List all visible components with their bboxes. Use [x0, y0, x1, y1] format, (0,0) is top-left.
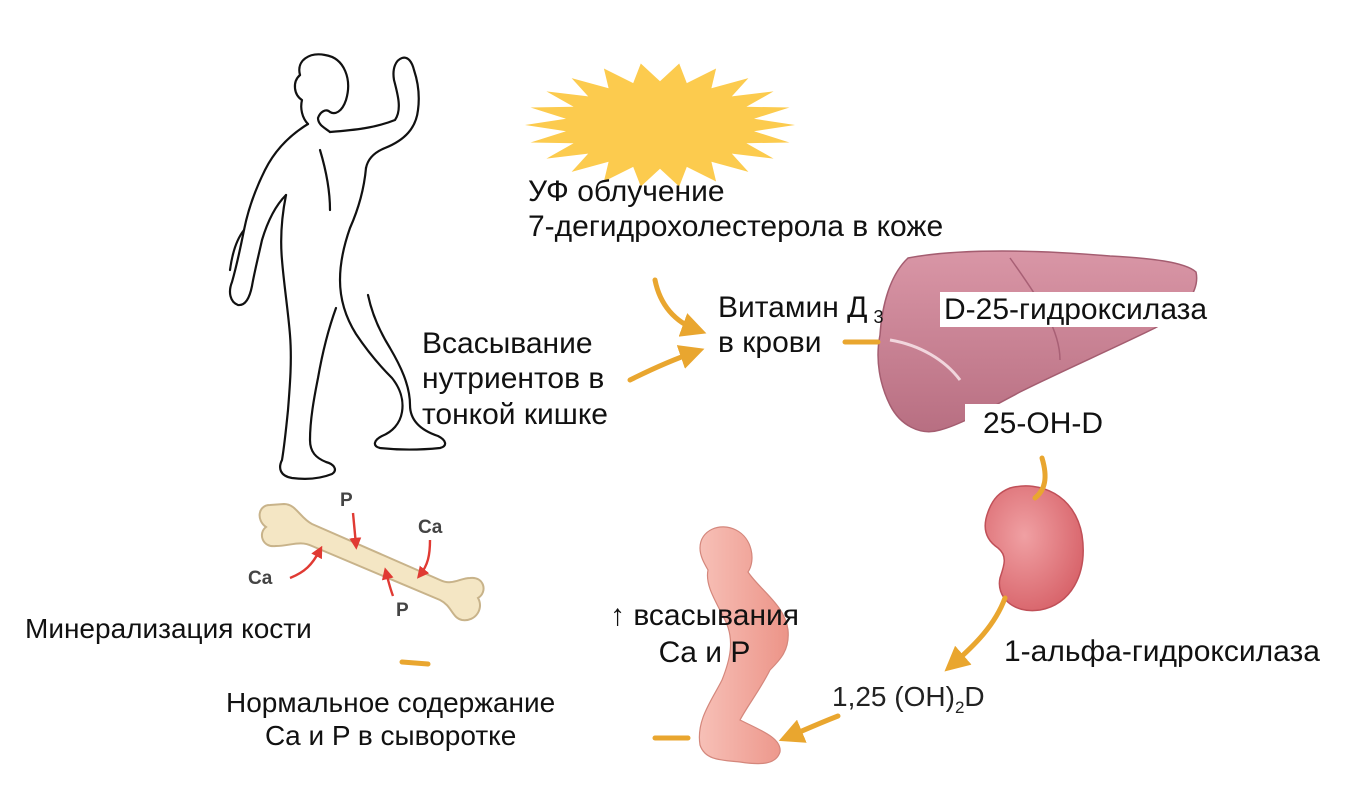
vitamin-d-line2: в крови: [718, 326, 822, 360]
uv-label: УФ облучение 7-дегидрохолестерола в коже: [528, 174, 943, 245]
hydroxylase25-label: D-25-гидроксилаза: [940, 292, 1212, 328]
mineralization-label: Минерализация кости: [25, 613, 312, 644]
calcitriol-label: 1,25 (OH)2D: [832, 680, 985, 717]
bone-label-p-bottom: P: [396, 600, 409, 621]
increase-absorption-label: ↑ всасывания Ca и P: [610, 598, 799, 671]
calcitriol-sub: 2: [954, 698, 965, 717]
bone-label-p-top: P: [340, 490, 353, 511]
human-figure-icon: [228, 53, 447, 480]
calcitriol-pre: 1,25 (OH): [832, 681, 955, 712]
oh25d-label: 25-OH-D: [965, 404, 1122, 444]
bone-label-ca-right: Ca: [418, 517, 443, 538]
bone-label-ca-left: Ca: [248, 568, 273, 589]
absorption-line1: Всасывание: [422, 327, 593, 360]
absorption-line2: нутриентов в: [422, 362, 605, 396]
intestine-icon: [698, 526, 789, 765]
increase-line2: Ca и P: [658, 636, 751, 670]
uv-line2: 7-дегидрохолестерола в коже: [528, 210, 944, 244]
vitamin-d-text: Витамин Д: [718, 291, 868, 324]
absorption-label: Всасывание нутриентов в тонкой кишке: [422, 326, 608, 432]
normal-line1: Нормальное содержание: [226, 687, 556, 718]
sun-icon: [525, 63, 795, 187]
pathway-arrows: [399, 277, 1048, 743]
vitamin-d-sub: 3: [873, 307, 884, 327]
increase-line1: ↑ всасывания: [610, 599, 800, 632]
absorption-line3: тонкой кишке: [422, 397, 608, 431]
normal-line2: Ca и P в сыворотке: [264, 720, 517, 752]
alpha-hydroxylase-label: 1-альфа-гидроксилаза: [1004, 635, 1320, 668]
uv-line1: УФ облучение: [528, 175, 725, 208]
bone-arrows: [289, 512, 432, 597]
bone-icon: [258, 502, 485, 622]
kidney-icon: [984, 485, 1084, 612]
calcitriol-post: D: [964, 681, 985, 712]
normal-serum-label: Нормальное содержание Ca и P в сыворотке: [226, 686, 555, 752]
